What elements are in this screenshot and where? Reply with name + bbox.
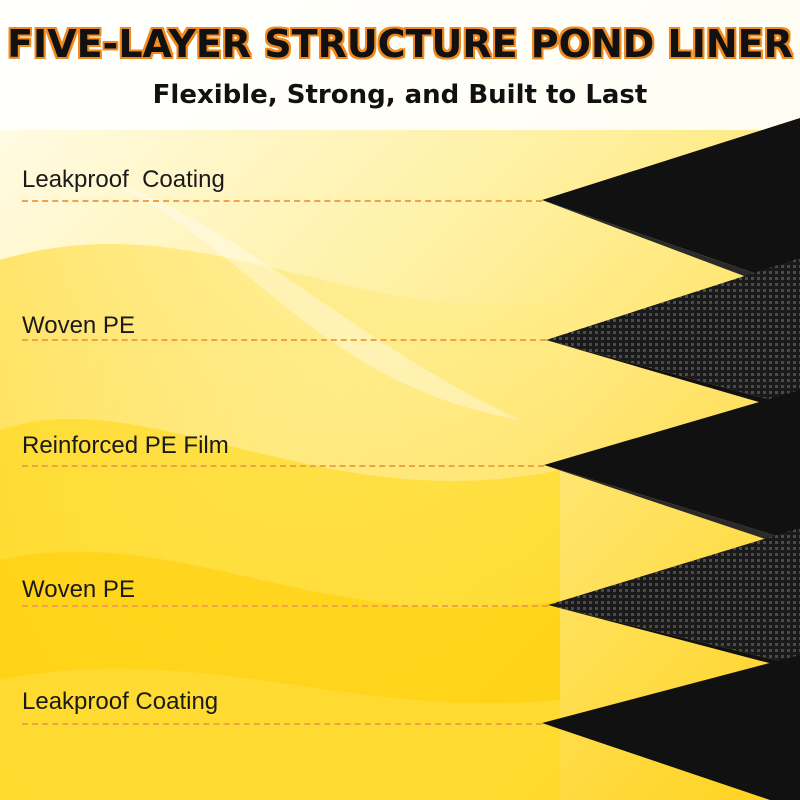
layer-leader-line [22,200,542,202]
layer-label-leakproof-bottom: Leakproof Coating [22,688,219,715]
layer-leader-line [22,465,544,467]
layer-sheet-woven-pe-top [546,258,800,410]
layer-sheet-reinforced-pe-film [544,390,800,545]
layer-sheet-leakproof-bottom [542,655,800,800]
layer-leader-line [22,339,546,341]
layer-sheet-leakproof-top [542,118,800,285]
page-subtitle: Flexible, Strong, and Built to Last [152,80,648,110]
page-title: FIVE-LAYER STRUCTURE POND LINER [7,22,793,66]
layer-label-woven-pe-bottom: Woven PE [22,576,135,603]
layer-sheet-woven-pe-bottom [548,528,800,668]
layer-label-leakproof-top: Leakproof Coating [22,166,225,193]
layer-label-reinforced-pe-film: Reinforced PE Film [22,432,229,459]
layer-leader-line [22,605,548,607]
layer-leader-line [22,723,542,725]
layer-label-woven-pe-top: Woven PE [22,312,135,339]
